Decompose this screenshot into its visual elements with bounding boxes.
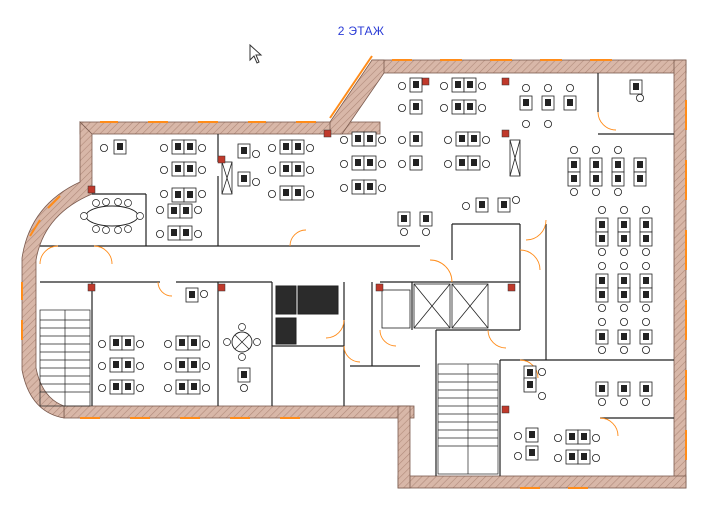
floor-label: 2 ЭТАЖ (337, 24, 385, 38)
elevator-shaft (221, 139, 521, 329)
conference-table (80, 198, 144, 234)
outer-walls (21, 59, 687, 489)
columns (87, 77, 516, 414)
technical-blocks (275, 285, 339, 345)
mouse-cursor-icon (249, 44, 263, 64)
interior-walls (40, 73, 674, 476)
doors (39, 111, 619, 437)
stairs (39, 309, 499, 475)
windows (21, 55, 687, 489)
round-table (223, 323, 261, 361)
